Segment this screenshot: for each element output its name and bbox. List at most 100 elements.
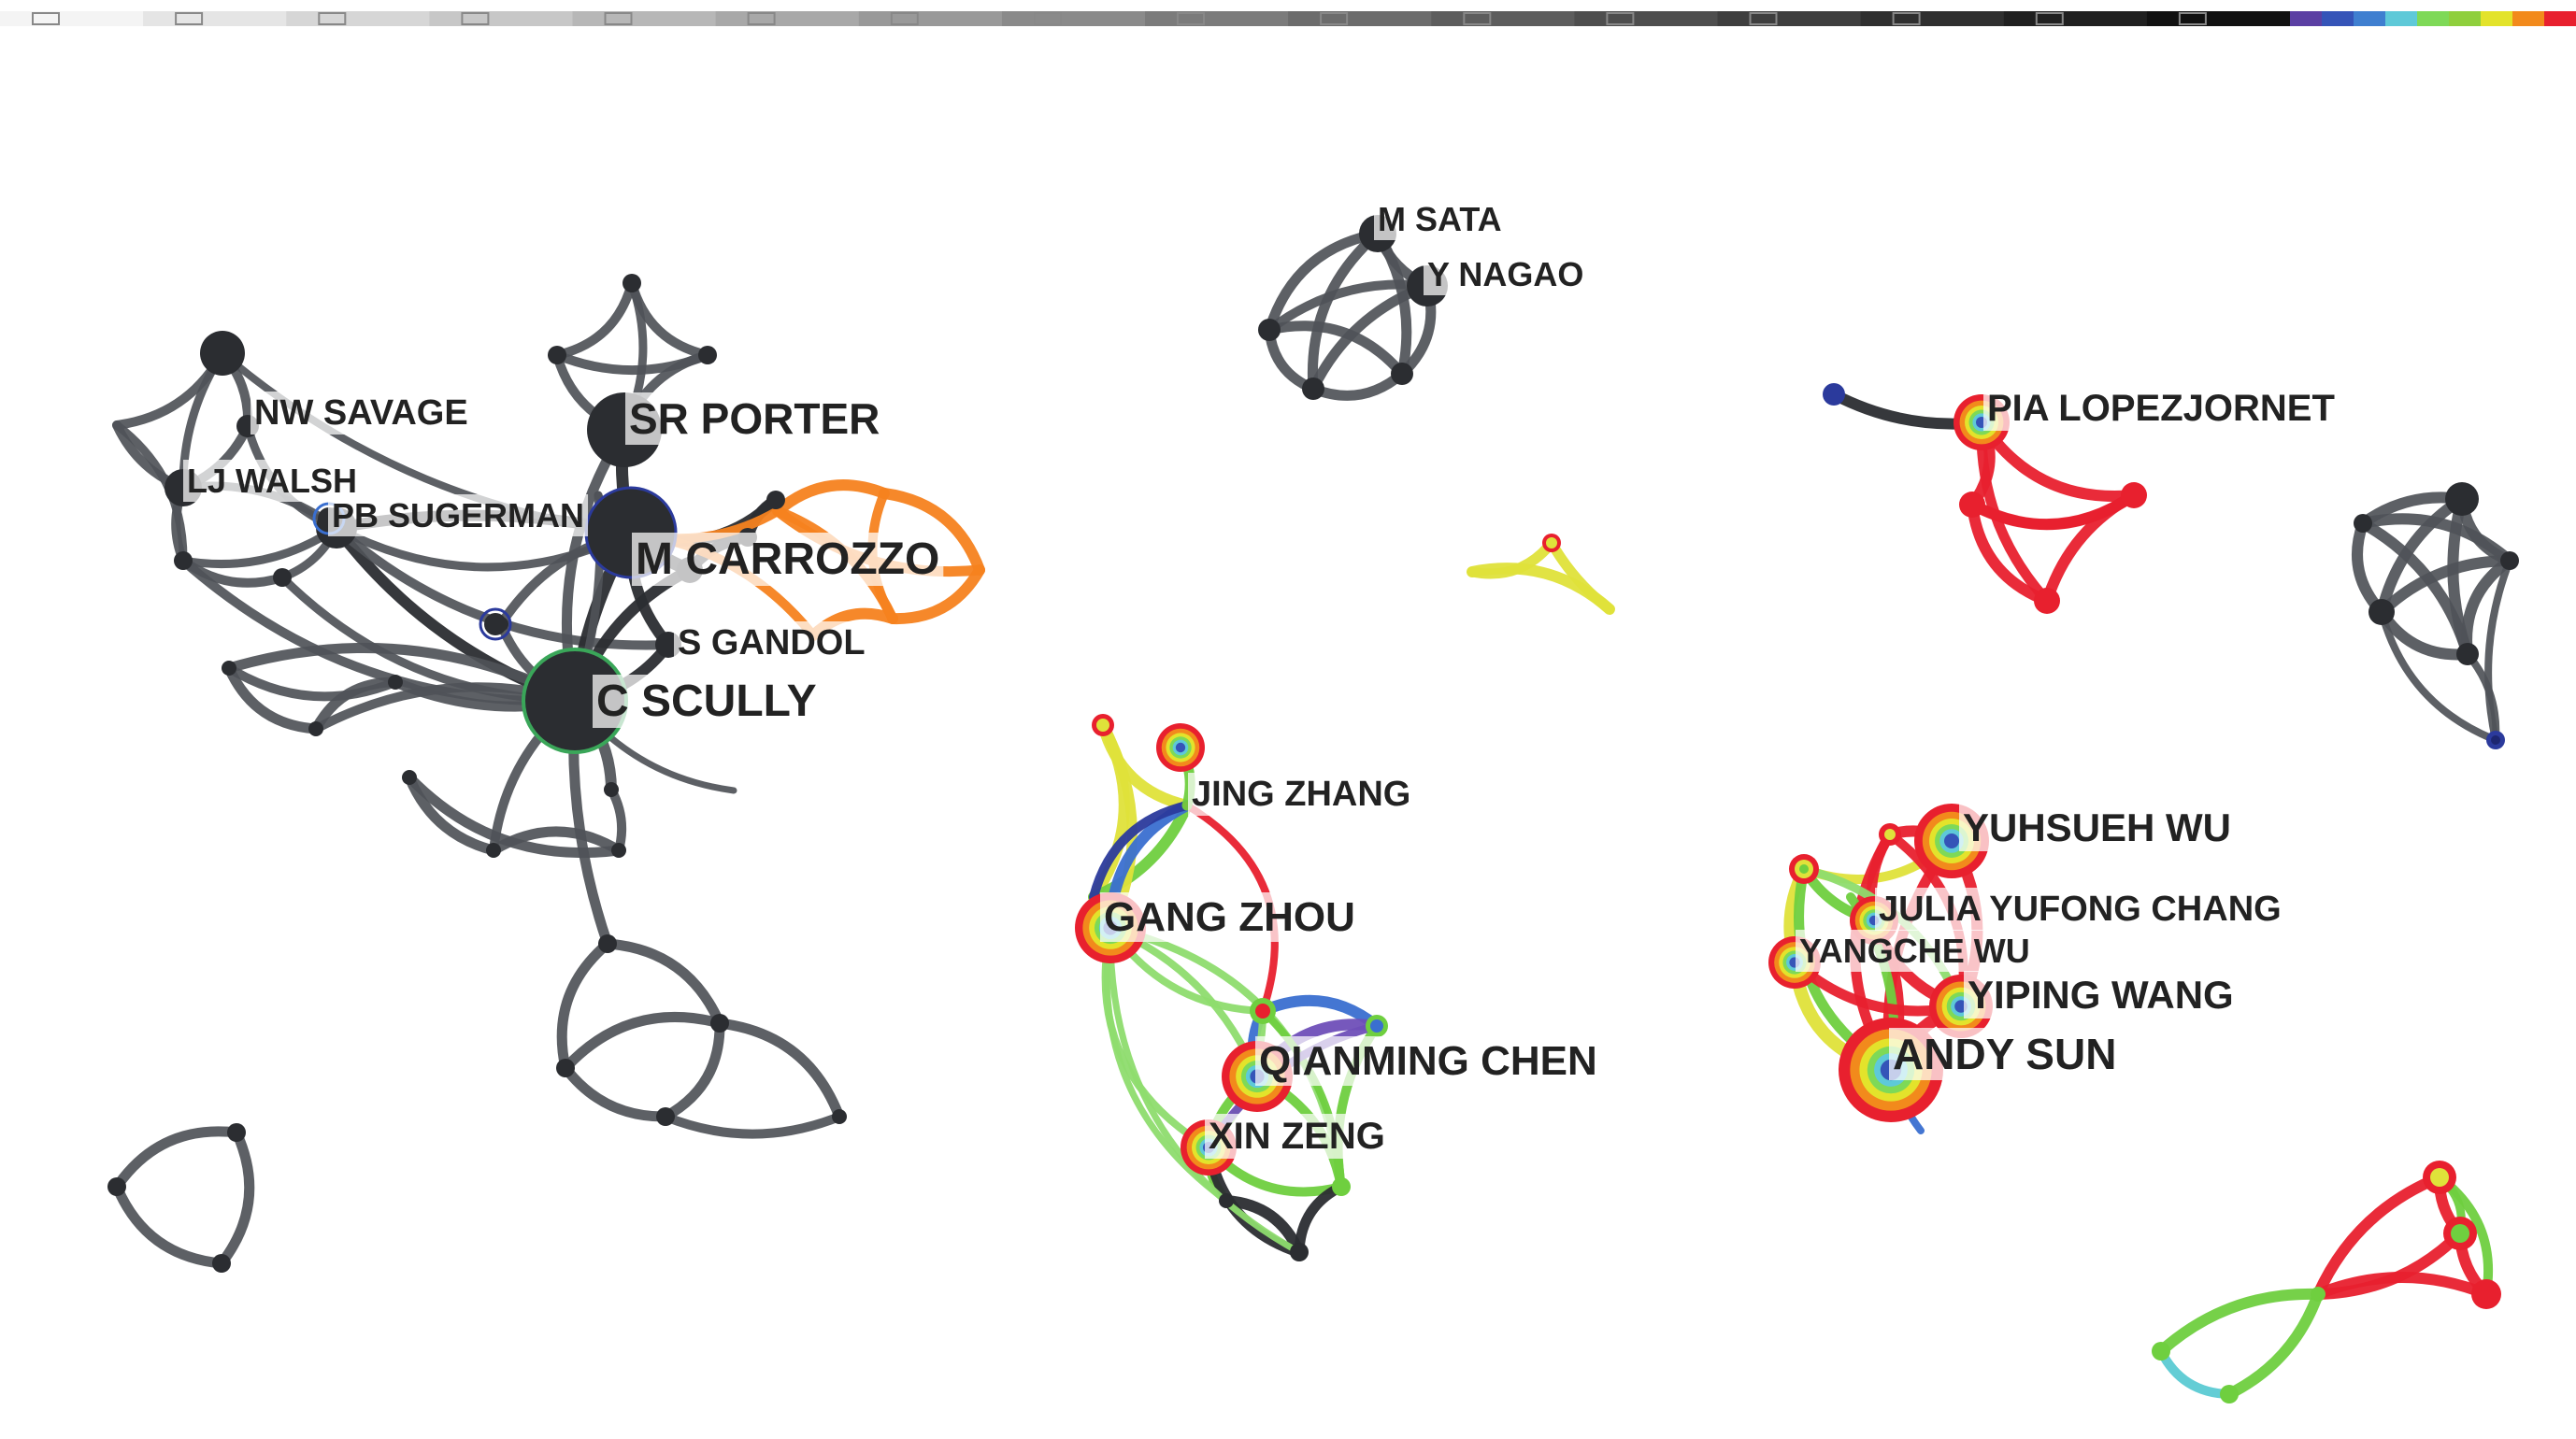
node-ring: [1823, 383, 1845, 406]
author-node: [174, 551, 193, 570]
coauthor-link: [1221, 1195, 1305, 1258]
author-node: [273, 568, 292, 587]
node-ring: [656, 1107, 675, 1126]
label-background: [674, 621, 869, 664]
node-ring: [273, 568, 292, 587]
node-ring: [200, 331, 245, 376]
author-node: [604, 782, 619, 797]
coauthor-link: [224, 663, 400, 702]
timeline-segment: [2146, 11, 2291, 26]
timeline-tick-marker: [1463, 12, 1492, 25]
node-ring: [604, 782, 619, 797]
timeline-tick-marker: [175, 12, 204, 25]
timeline-segment: [715, 11, 860, 26]
author-node: [1789, 854, 1819, 884]
author-node: [2368, 599, 2395, 625]
node-ring: [698, 346, 717, 364]
node-ring: [611, 843, 626, 858]
node-ring: [2430, 1168, 2449, 1187]
author-node: [1542, 534, 1561, 552]
node-ring: [710, 1014, 729, 1033]
node-ring: [2152, 1342, 2170, 1361]
label-background: [632, 533, 944, 586]
timeline-segment: [1860, 11, 2005, 26]
author-label-m-carrozzo: M CARROZZO: [636, 534, 939, 584]
timeline-tick-marker: [1606, 12, 1635, 25]
timeline-tick-marker: [1892, 12, 1921, 25]
node-ring: [107, 1177, 126, 1196]
author-node: [598, 934, 617, 953]
author-node: [656, 1107, 675, 1126]
timeline-color-segment: [2449, 11, 2482, 26]
timeline-color-segment: [2385, 11, 2418, 26]
author-node: [1219, 1193, 1234, 1208]
coauthor-link: [602, 938, 725, 1029]
node-ring: [1219, 1193, 1234, 1208]
coauthor-link: [1294, 1181, 1347, 1258]
coauthor-link: [2484, 557, 2513, 744]
author-label-andy-sun: ANDY SUN: [1893, 1030, 2116, 1078]
author-label-jing-zhang: JING ZHANG: [1192, 775, 1410, 814]
node-ring: [2491, 735, 2500, 745]
coauthor-link: [2312, 1172, 2445, 1300]
author-node: [1290, 1243, 1309, 1261]
author-node: [388, 675, 403, 690]
author-node: [2445, 482, 2479, 516]
author-node: [2311, 1287, 2326, 1302]
author-label-yiping-wang: YIPING WANG: [1968, 973, 2234, 1017]
node-ring: [598, 934, 617, 953]
author-node: [486, 843, 501, 858]
author-node: [2034, 588, 2060, 614]
node-ring: [308, 721, 323, 736]
coauthor-link: [2312, 1272, 2492, 1300]
node-ring: [222, 661, 236, 676]
author-label-yangche-wu: YANGCHE WU: [1799, 932, 2030, 970]
coauthor-link: [2224, 1289, 2324, 1400]
author-label-c-scully: C SCULLY: [596, 677, 817, 726]
node-ring: [1391, 363, 1413, 385]
coauthor-link: [111, 1181, 227, 1269]
author-node: [556, 1059, 575, 1077]
coauthor-link: [661, 1112, 844, 1139]
timeline-tick-marker: [2178, 12, 2207, 25]
author-label-y-nagao: Y NAGAO: [1427, 255, 1583, 293]
node-ring: [2456, 643, 2479, 665]
author-label-sr-porter: SR PORTER: [629, 394, 880, 443]
timeline-tick-marker: [747, 12, 776, 25]
timeline-segment: [1431, 11, 1576, 26]
coauthor-link: [1257, 994, 1382, 1032]
timeline-color-segment: [2512, 11, 2545, 26]
label-background: [1100, 892, 1359, 942]
timeline-tick-marker: [32, 12, 60, 25]
node-ring: [1370, 1019, 1383, 1033]
author-node: [2456, 643, 2479, 665]
coauthor-link: [1967, 490, 2140, 530]
label-background: [1255, 1036, 1601, 1086]
author-node: [2423, 1161, 2456, 1194]
labels-layer: NW SAVAGE SR PORTER LJ WALSH PB SUGERMAN…: [183, 198, 2339, 1159]
node-ring: [1290, 1243, 1309, 1261]
author-node: [212, 1254, 231, 1273]
coauthor-link: [1265, 279, 1432, 335]
timeline-segment: [1001, 11, 1146, 26]
author-node: [698, 346, 717, 364]
author-node: [479, 607, 512, 641]
timeline-segment: [2003, 11, 2148, 26]
label-background: [1188, 773, 1415, 816]
label-background: [1983, 386, 2339, 431]
coauthor-link: [552, 350, 712, 376]
coauthor-link: [2376, 555, 2515, 618]
author-node: [402, 770, 417, 785]
timeline-segment: [1717, 11, 1862, 26]
author-node: [2152, 1342, 2170, 1361]
coauthor-link: [1259, 1007, 1345, 1190]
author-node: [710, 1014, 729, 1033]
node-ring: [212, 1254, 231, 1273]
timeline-segment: [1145, 11, 1290, 26]
coauthor-link: [2041, 490, 2140, 606]
label-background: [1964, 971, 2238, 1019]
timeline-tick-marker: [1177, 12, 1205, 25]
author-node: [2486, 731, 2505, 749]
author-node: [107, 1177, 126, 1196]
timeline-color-segment: [2481, 11, 2513, 26]
